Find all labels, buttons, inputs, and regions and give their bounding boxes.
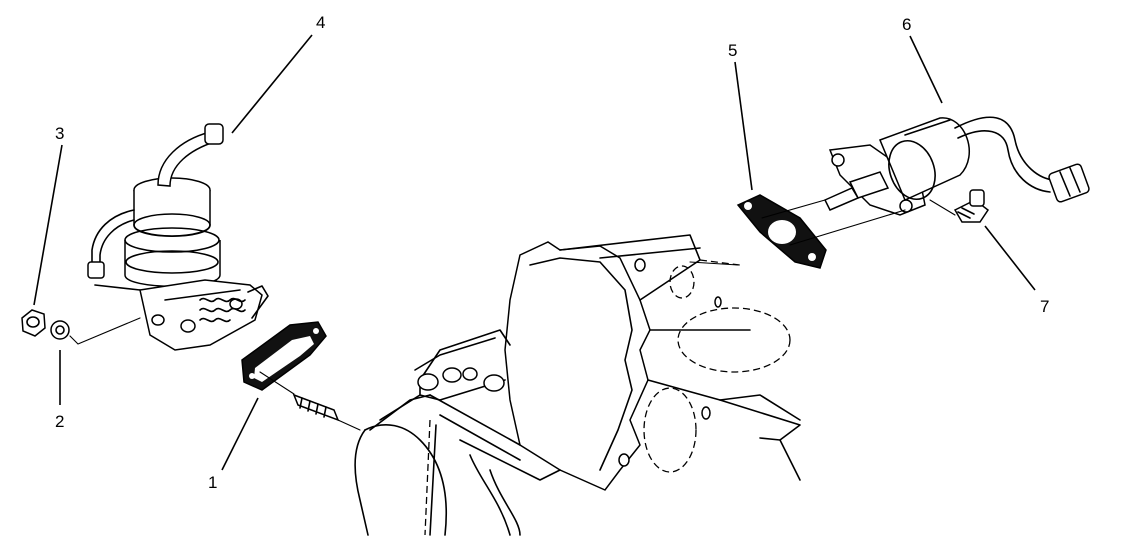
fitting-centerline (929, 199, 956, 216)
leader-6 (909, 35, 943, 104)
solenoid-gasket (736, 194, 827, 269)
callout-2: 2 (55, 412, 64, 431)
assembly-centerline-stud (259, 371, 361, 431)
lock-washer-part (50, 320, 70, 340)
callout-3: 3 (55, 124, 64, 143)
callout-1: 1 (208, 473, 217, 492)
leader-4 (231, 34, 313, 134)
fuel-solenoid (823, 116, 1090, 216)
elbow-fitting (953, 189, 990, 223)
engine-block (354, 234, 801, 536)
assembly-centerline-left (69, 317, 141, 345)
leader-7 (984, 225, 1036, 291)
callout-6: 6 (902, 15, 911, 34)
callout-7: 7 (1040, 297, 1049, 316)
leader-1 (221, 397, 259, 471)
nut-part (21, 309, 46, 337)
solenoid-centerline (689, 199, 906, 266)
fuel-pump-assembly (87, 123, 269, 351)
pump-gasket (241, 321, 327, 391)
leader-3 (33, 144, 63, 306)
stud-bolt (292, 393, 340, 422)
callout-4: 4 (316, 13, 325, 32)
leader-5 (734, 61, 753, 191)
callout-5: 5 (728, 41, 737, 60)
